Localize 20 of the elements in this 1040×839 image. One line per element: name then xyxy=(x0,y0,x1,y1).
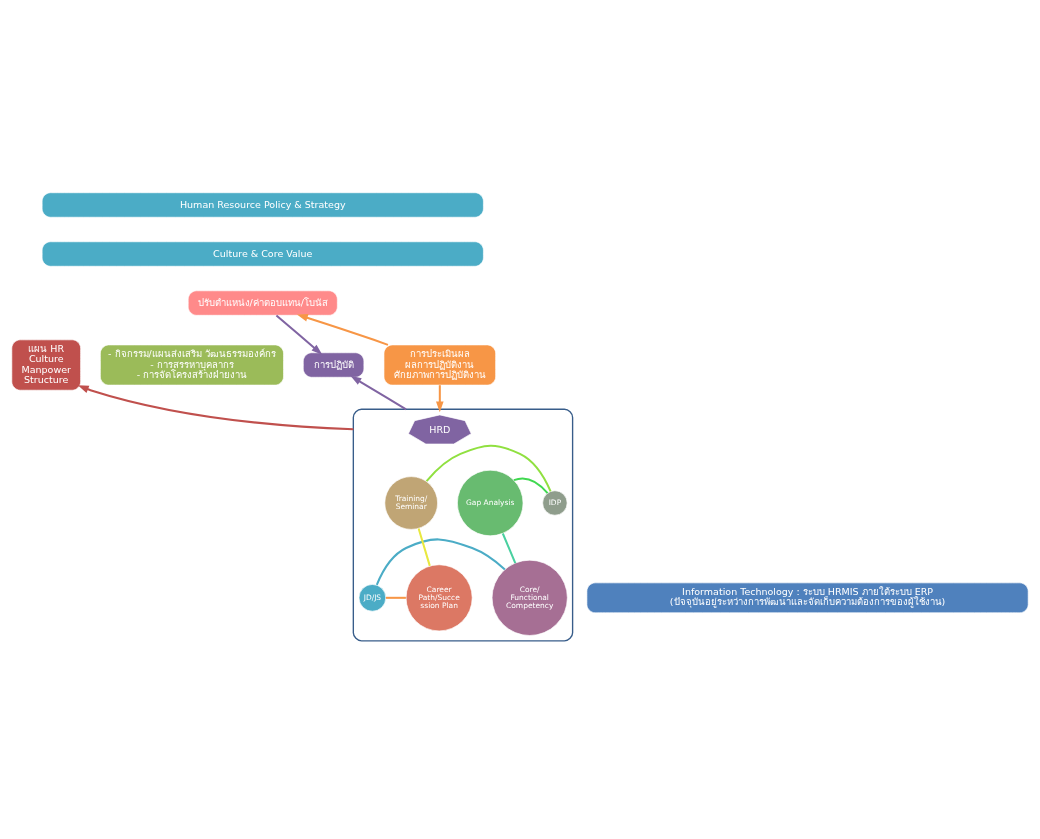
arrow xyxy=(296,314,389,346)
node-box: Culture & Core Value xyxy=(41,241,484,267)
node-box: การปฏิบัติ xyxy=(302,352,365,378)
node-box: Human Resource Policy & Strategy xyxy=(41,192,484,218)
arrow xyxy=(350,375,407,411)
arrow xyxy=(275,314,323,355)
node-box: แผน HR Culture Manpower Structure xyxy=(11,339,81,391)
arrow xyxy=(436,385,444,413)
connector xyxy=(501,533,517,564)
node-box: การประเมินผล ผลการปฏิบัติงาน ศักยภาพการปฏิบัติงาน xyxy=(383,344,496,386)
node-box: Information Technology : ระบบ HRMIS ภายใต้ระบบ ERP (ปัจจุบันอยู่ระหว่างการพัฒนาและจัดเก็บความต้องการของผู้ใช้งาน) xyxy=(586,582,1029,614)
cluster xyxy=(352,408,574,642)
connector xyxy=(375,538,506,586)
connector xyxy=(513,477,549,494)
connector xyxy=(385,596,406,599)
node-box: ปรับตำแหน่ง/ค่าตอบแทน/โบนัส xyxy=(187,290,338,316)
connector xyxy=(417,528,431,567)
node-box: - กิจกรรม/แผนส่งเสริม วัฒนธรรมองค์กร - การสรรหาบุคลากร - การจัดโครงสร้างฝ่ายงาน xyxy=(100,344,284,386)
connector xyxy=(425,444,552,492)
arrow xyxy=(77,385,354,431)
